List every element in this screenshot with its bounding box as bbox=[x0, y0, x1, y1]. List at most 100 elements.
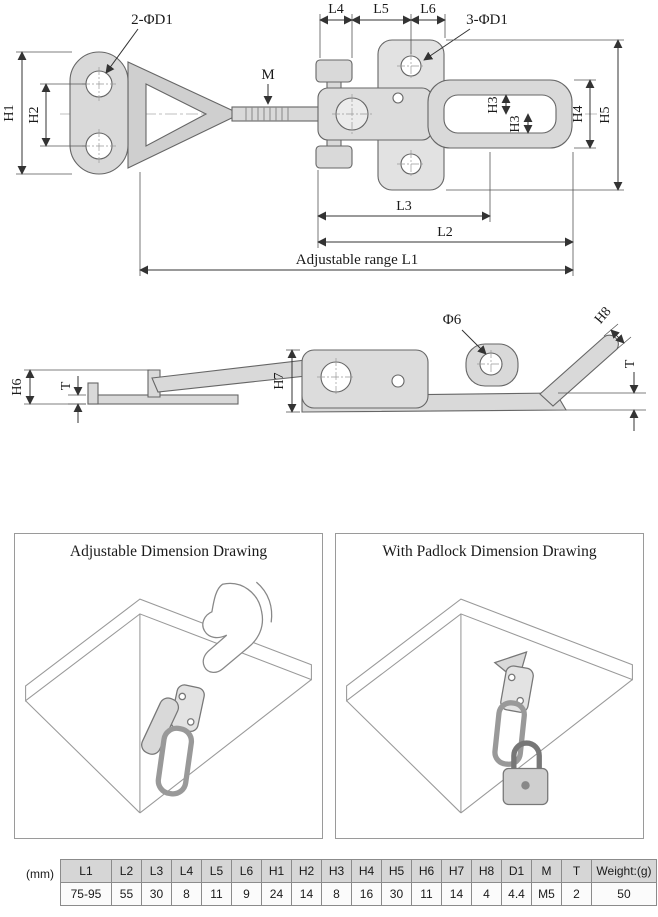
hand-illustration bbox=[202, 581, 273, 673]
dim-t-right-label: T bbox=[623, 359, 638, 368]
spec-header-cell: L4 bbox=[170, 859, 202, 884]
spec-value-cell: 55 bbox=[110, 882, 142, 907]
spec-header-cell: H8 bbox=[470, 859, 502, 884]
dim-t-right: T bbox=[558, 359, 646, 431]
dim-h7-label: H7 bbox=[272, 372, 287, 389]
dim-t-left-label: T bbox=[59, 381, 74, 390]
callout-phi6: Φ6 bbox=[443, 312, 487, 355]
dim-l6-label: L6 bbox=[420, 2, 436, 17]
spec-header-cell: H2 bbox=[290, 859, 322, 884]
spec-value-cell: 14 bbox=[440, 882, 472, 907]
unit-label: (mm) bbox=[26, 867, 54, 882]
spec-header-cell: H3 bbox=[320, 859, 352, 884]
hook-foot bbox=[87, 382, 239, 405]
box-corner bbox=[346, 598, 633, 814]
spec-header-cell: L5 bbox=[200, 859, 232, 884]
threaded-rod bbox=[231, 106, 333, 122]
dim-h3-top: H3 bbox=[486, 94, 511, 115]
spec-header-cell: M bbox=[530, 859, 562, 884]
dim-l2: L2 bbox=[317, 152, 574, 276]
spec-value-cell: 11 bbox=[410, 882, 442, 907]
spec-value-cell: 9 bbox=[230, 882, 262, 907]
dim-h3-bottom: H3 bbox=[508, 113, 533, 134]
panel-adjustable-title: Adjustable Dimension Drawing bbox=[69, 543, 268, 560]
panel-adjustable-art bbox=[25, 581, 312, 814]
spec-value-cell: 2 bbox=[560, 882, 592, 907]
dim-l2-label: L2 bbox=[437, 225, 453, 240]
spec-header-cell: L3 bbox=[140, 859, 172, 884]
dim-h6-label: H6 bbox=[10, 378, 25, 395]
callout-phi6-label: Φ6 bbox=[443, 312, 462, 328]
spec-value-cell: 16 bbox=[350, 882, 382, 907]
hook-arm bbox=[127, 61, 242, 169]
spec-value-cell: 4 bbox=[470, 882, 502, 907]
dim-h2-label: H2 bbox=[27, 106, 42, 123]
dim-l4-l5-l6: L4 L5 L6 bbox=[319, 2, 446, 58]
spec-table: L1 L2 L3 L4 L5 L6 H1 H2 H3 H4 H5 H6 H7 H… bbox=[59, 859, 657, 907]
latch-lug-side bbox=[465, 343, 519, 387]
spec-value-cell: M5 bbox=[530, 882, 562, 907]
spec-value-cell: 50 bbox=[590, 882, 657, 907]
dim-l5-label: L5 bbox=[373, 2, 389, 17]
callout-3-phi-d1-label: 3-ΦD1 bbox=[466, 12, 508, 28]
dim-l1-label: Adjustable range L1 bbox=[296, 252, 418, 268]
spec-value-cell: 4.4 bbox=[500, 882, 532, 907]
padlock-illustration bbox=[502, 740, 549, 806]
spec-header-cell: H4 bbox=[350, 859, 382, 884]
illustration-panels: Adjustable Dimension Drawing With Padl bbox=[0, 533, 658, 840]
spec-header-cell: Weight:(g) bbox=[590, 859, 657, 884]
dim-h7: H7 bbox=[272, 349, 300, 413]
dim-l3-label: L3 bbox=[396, 199, 412, 214]
pivot bbox=[332, 92, 404, 134]
callout-3-phi-d1: 3-ΦD1 bbox=[423, 12, 508, 61]
spec-header-cell: H5 bbox=[380, 859, 412, 884]
pivot-block-side bbox=[301, 349, 429, 409]
spec-header-cell: H7 bbox=[440, 859, 472, 884]
spec-value-cell: 11 bbox=[200, 882, 232, 907]
handle-side bbox=[539, 334, 619, 407]
callout-2-phi-d1: 2-ΦD1 bbox=[105, 12, 173, 74]
spec-value-cell: 14 bbox=[290, 882, 322, 907]
side-view-drawing: H6 T H7 Φ6 H8 T bbox=[10, 304, 646, 431]
spec-value-cell: 75-95 bbox=[59, 882, 112, 907]
spec-header-cell: L6 bbox=[230, 859, 262, 884]
dim-h5-label: H5 bbox=[598, 106, 613, 123]
callout-m: M bbox=[261, 67, 275, 105]
dim-l3: L3 bbox=[317, 152, 491, 248]
dim-l1: Adjustable range L1 bbox=[139, 172, 574, 276]
latch-illustration bbox=[492, 651, 534, 767]
dim-h2: H2 bbox=[27, 83, 86, 147]
top-view-drawing: H1 H2 L4 L5 L6 2-ΦD1 3-ΦD1 M H3 bbox=[2, 2, 624, 276]
spec-section: (mm) L1 L2 L3 L4 L5 L6 H1 H2 H3 H4 H5 H6… bbox=[0, 859, 658, 907]
panel-padlock-title: With Padlock Dimension Drawing bbox=[382, 543, 597, 560]
spec-header-cell: T bbox=[560, 859, 592, 884]
panel-adjustable: Adjustable Dimension Drawing bbox=[14, 533, 323, 840]
spec-value-cell: 8 bbox=[170, 882, 202, 907]
dim-h3-bottom-label: H3 bbox=[508, 115, 523, 132]
panel-padlock-art bbox=[346, 598, 633, 814]
dim-t-left: T bbox=[59, 376, 86, 423]
spec-header-cell: D1 bbox=[500, 859, 532, 884]
dim-h4: H4 bbox=[571, 79, 596, 149]
dim-h4-label: H4 bbox=[571, 105, 586, 122]
spec-header-cell: L1 bbox=[59, 859, 112, 884]
dim-h1: H1 bbox=[2, 51, 72, 175]
spec-header-cell: H1 bbox=[260, 859, 292, 884]
latch-illustration bbox=[141, 684, 205, 797]
dim-h3-top-label: H3 bbox=[486, 96, 501, 113]
dim-h8-label: H8 bbox=[592, 304, 614, 327]
spec-value-cell: 8 bbox=[320, 882, 352, 907]
callout-2-phi-d1-label: 2-ΦD1 bbox=[131, 12, 173, 28]
mounting-plate-left bbox=[69, 51, 129, 175]
spec-header-row: L1 L2 L3 L4 L5 L6 H1 H2 H3 H4 H5 H6 H7 H… bbox=[59, 859, 657, 884]
spec-value-cell: 30 bbox=[380, 882, 412, 907]
spec-header-cell: L2 bbox=[110, 859, 142, 884]
spec-value-cell: 24 bbox=[260, 882, 292, 907]
callout-m-label: M bbox=[261, 67, 274, 83]
dim-h5: H5 bbox=[446, 39, 624, 191]
spec-value-cell: 30 bbox=[140, 882, 172, 907]
dim-h1-label: H1 bbox=[2, 104, 17, 121]
spec-header-cell: H6 bbox=[410, 859, 442, 884]
dim-l4-label: L4 bbox=[328, 2, 344, 17]
spec-value-row: 75-95 55 30 8 11 9 24 14 8 16 30 11 14 4… bbox=[59, 882, 657, 907]
